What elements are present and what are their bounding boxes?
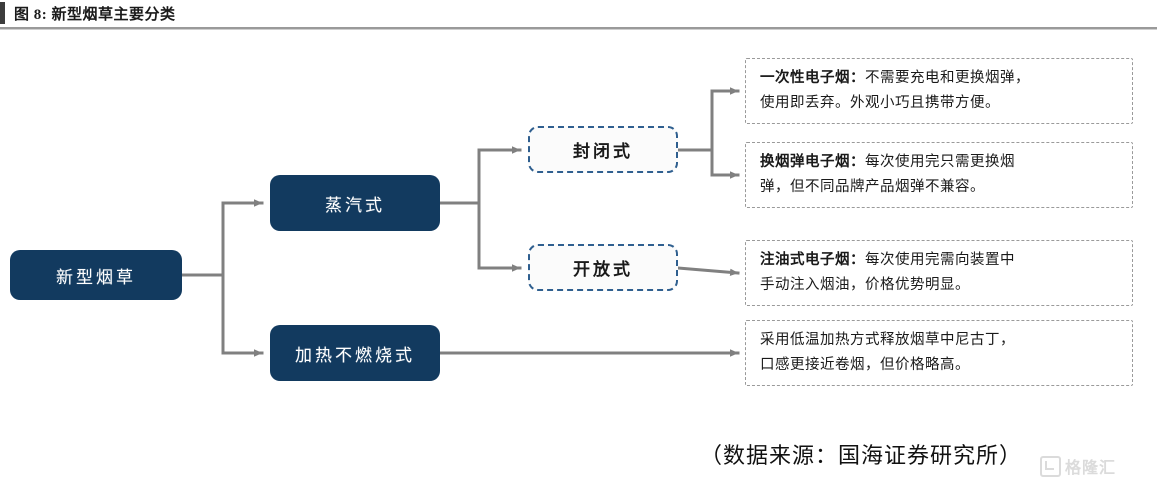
description-disposable-ecig: 一次性电子烟：不需要充电和更换烟弹， 使用即丢弃。外观小巧且携带方便。	[745, 58, 1133, 124]
header-accent-bar	[0, 2, 5, 24]
figure-header: 图 8: 新型烟草主要分类	[0, 0, 1157, 30]
watermark-logo-icon	[1040, 455, 1061, 477]
description-hnb-line2: 口感更接近卷烟，但价格略高。	[760, 357, 970, 373]
source-note: （数据来源：国海证券研究所）	[700, 443, 1023, 468]
node-open-label: 开放式	[573, 260, 633, 279]
description-refill-line2: 手动注入烟油，价格优势明显。	[760, 277, 970, 293]
description-pod-lead: 换烟弹电子烟：	[760, 154, 865, 170]
page-title: 图 8: 新型烟草主要分类	[14, 7, 176, 23]
description-refillable-ecig: 注油式电子烟：每次使用完需向装置中 手动注入烟油，价格优势明显。	[745, 240, 1133, 306]
wire-open-to-refill	[676, 266, 740, 277]
description-disposable-lead: 一次性电子烟：	[760, 70, 865, 86]
node-closed-system[interactable]: 封闭式	[528, 126, 678, 173]
watermark: 格隆汇	[1040, 454, 1116, 478]
watermark-label: 格隆汇	[1065, 460, 1117, 477]
description-pod-line2: 弹，但不同品牌产品烟弹不兼容。	[760, 179, 985, 195]
description-heat-not-burn: 采用低温加热方式释放烟草中尼古丁， 口感更接近卷烟，但价格略高。	[745, 320, 1133, 386]
header-divider	[0, 27, 1157, 30]
node-vapor-label: 蒸汽式	[325, 195, 385, 215]
description-refill-line1: 每次使用完需向装置中	[865, 252, 1015, 268]
node-root-label: 新型烟草	[56, 267, 136, 287]
diagram-canvas: 新型烟草 蒸汽式 加热不燃烧式 封闭式 开放式 一次性电子烟：不需要充电和更换烟…	[0, 30, 1157, 477]
node-hnb-label: 加热不燃烧式	[295, 345, 415, 365]
description-disposable-line2: 使用即丢弃。外观小巧且携带方便。	[760, 95, 1000, 111]
node-vapor-type[interactable]: 蒸汽式	[270, 175, 440, 231]
description-disposable-line1: 不需要充电和更换烟弹，	[865, 70, 1030, 86]
description-hnb-line1: 采用低温加热方式释放烟草中尼古丁，	[760, 332, 1015, 348]
description-pod-line1: 每次使用完只需更换烟	[865, 154, 1015, 170]
node-heat-not-burn-type[interactable]: 加热不燃烧式	[270, 325, 440, 381]
node-open-system[interactable]: 开放式	[528, 244, 678, 291]
node-root-new-tobacco[interactable]: 新型烟草	[10, 250, 182, 300]
description-pod-ecig: 换烟弹电子烟：每次使用完只需更换烟 弹，但不同品牌产品烟弹不兼容。	[745, 142, 1133, 208]
description-refill-lead: 注油式电子烟：	[760, 252, 865, 268]
node-closed-label: 封闭式	[573, 142, 633, 161]
